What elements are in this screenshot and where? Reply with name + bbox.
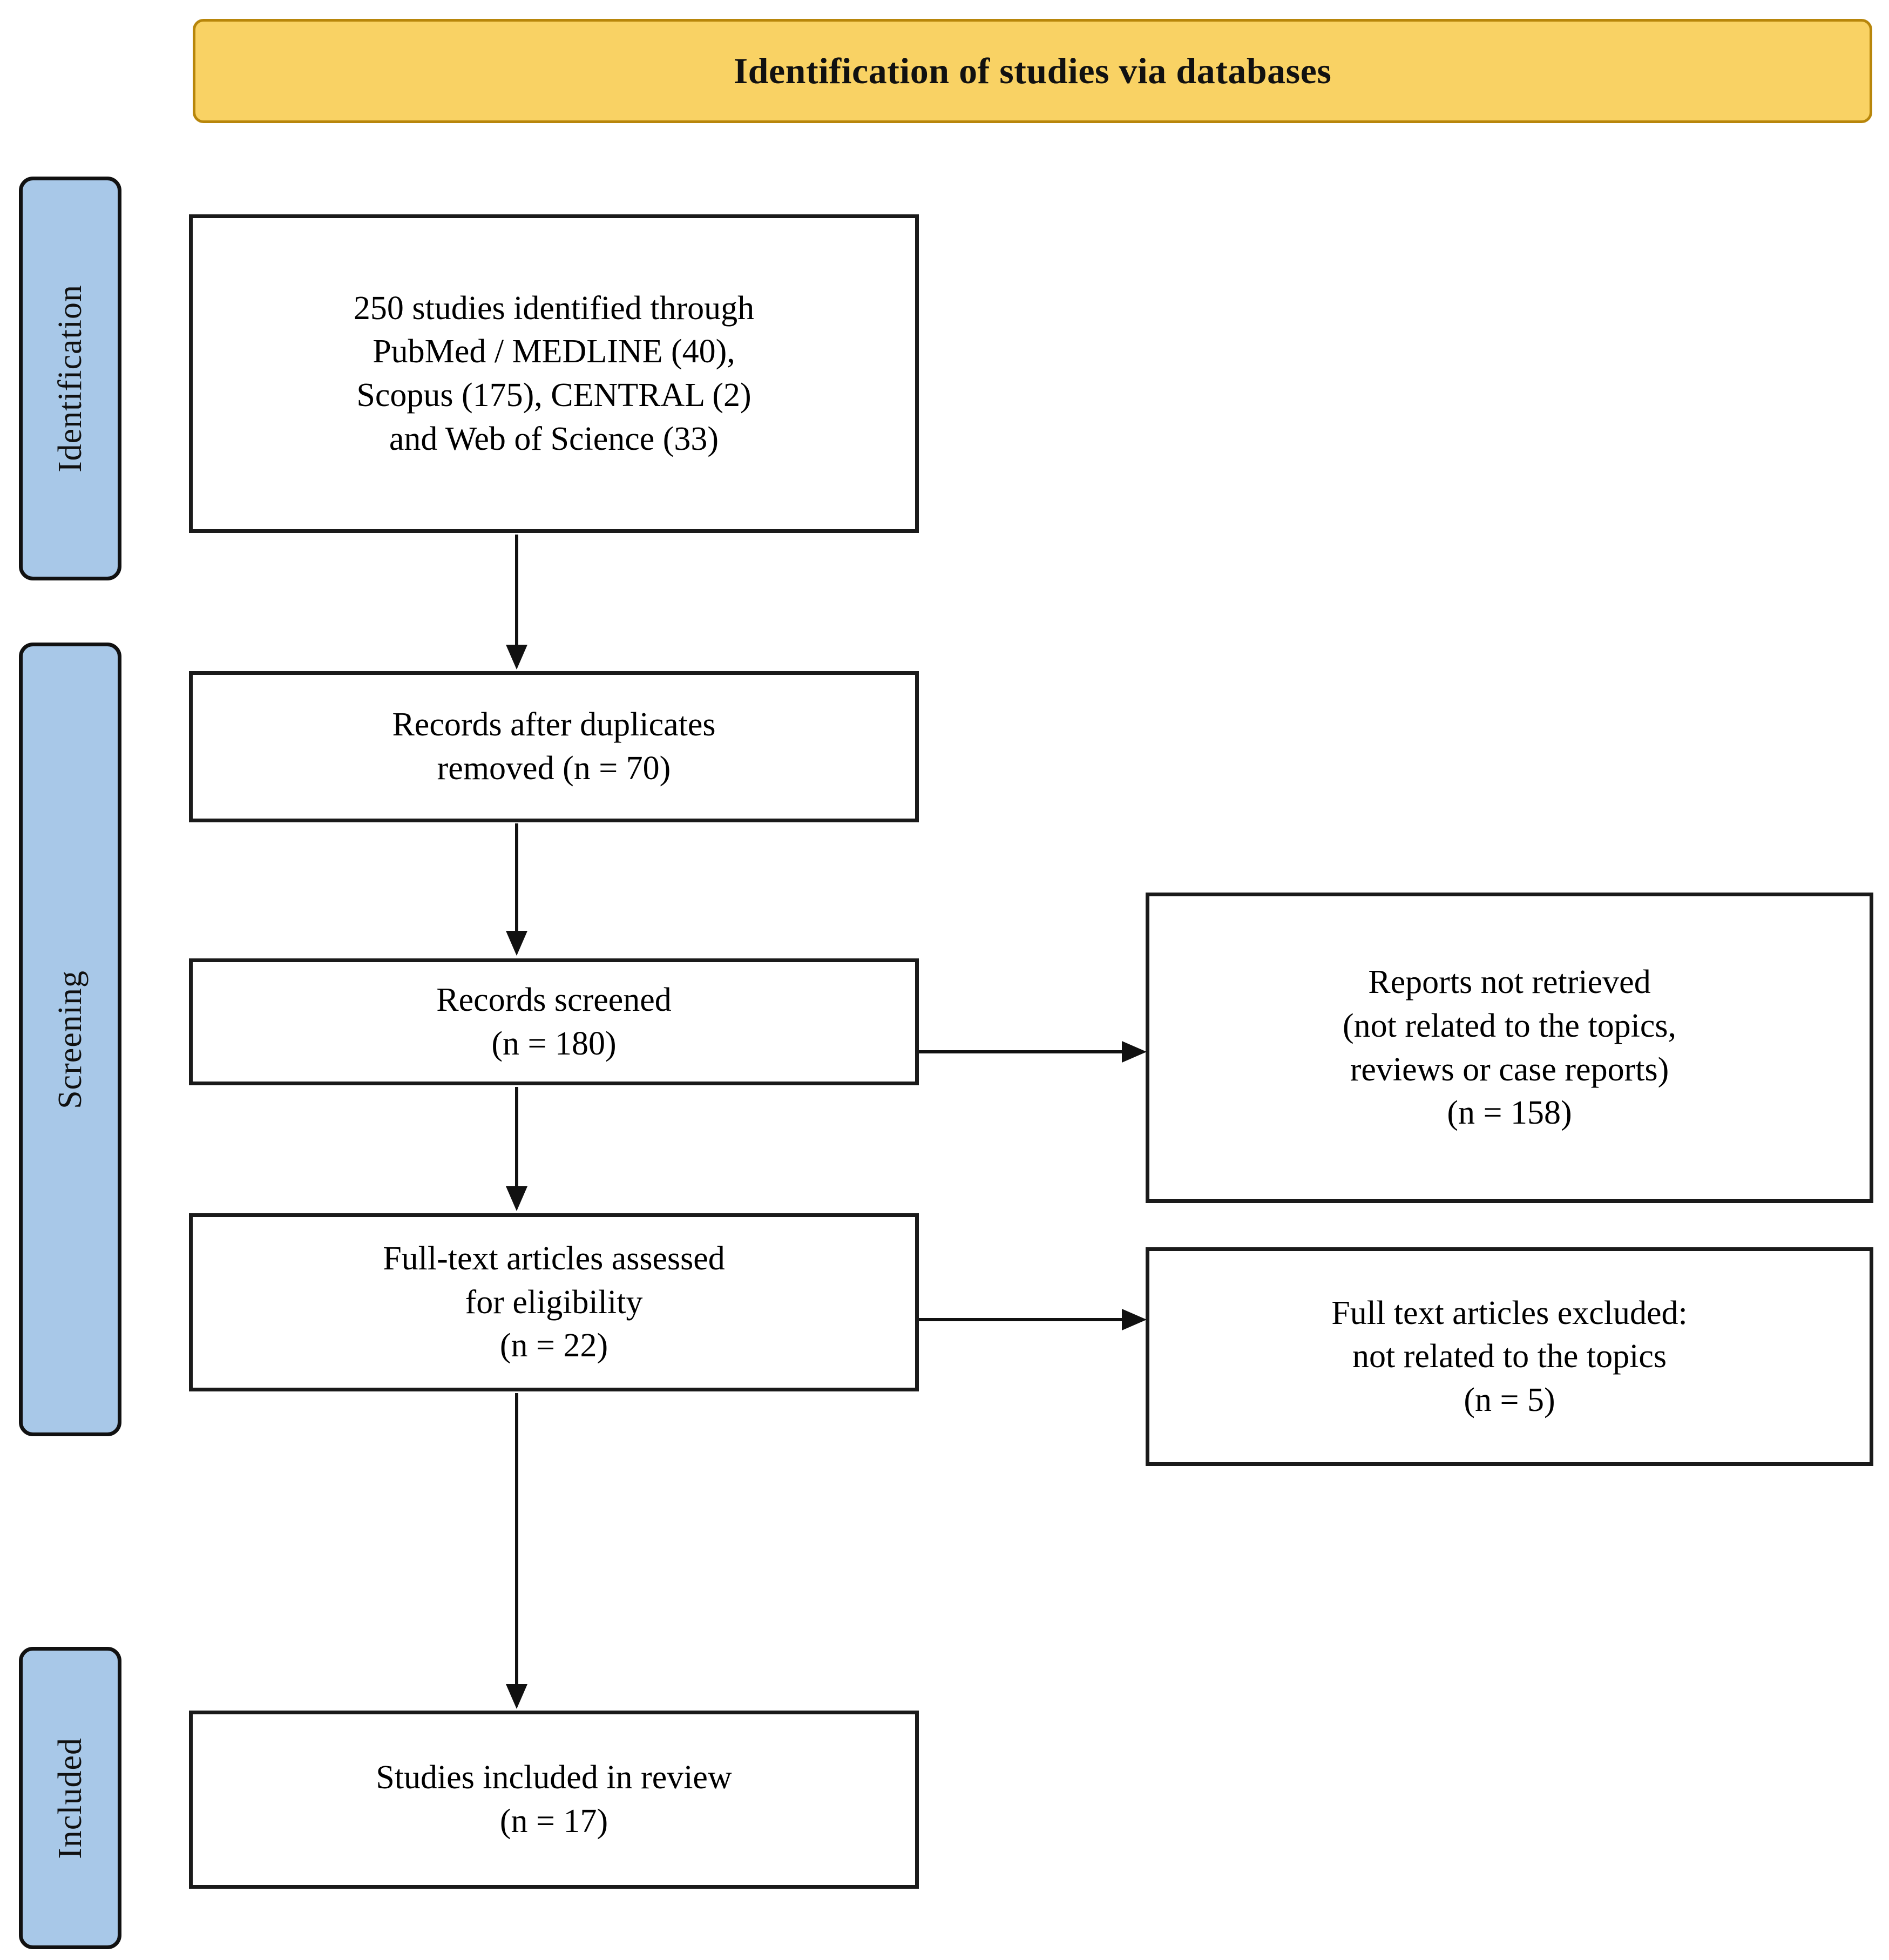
node-studies-included: Studies included in review (n = 17) (189, 1711, 919, 1889)
arrowhead-right-icon (1122, 1041, 1147, 1063)
node-text-line: reviews or case reports) (1350, 1051, 1669, 1088)
node-text-line: (not related to the topics, (1342, 1007, 1677, 1044)
arrowhead-down-icon (506, 1684, 527, 1709)
node-text-line: for eligibility (465, 1283, 643, 1321)
arrow-duplicates-to-screened (506, 823, 527, 956)
node-text-line: Records after duplicates (392, 706, 716, 744)
node-text-line: (n = 22) (499, 1327, 608, 1364)
arrowhead-right-icon (1122, 1309, 1147, 1330)
node-reports-not-retrieved: Reports not retrieved (not related to th… (1146, 893, 1873, 1203)
arrow-screened-to-fulltext (506, 1087, 527, 1211)
arrow-screened-to-not-retrieved (919, 1041, 1147, 1063)
node-records-after-duplicates: Records after duplicates removed (n = 70… (189, 671, 919, 822)
node-fulltext-assessed: Full-text articles assessed for eligibil… (189, 1213, 919, 1391)
arrowhead-down-icon (506, 931, 527, 956)
stage-label-included-text: Included (51, 1737, 89, 1859)
arrow-shaft (919, 1050, 1123, 1053)
arrow-shaft (515, 823, 518, 932)
arrow-shaft (515, 535, 518, 646)
node-studies-identified: 250 studies identified through PubMed / … (189, 214, 919, 533)
diagram-title-text: Identification of studies via databases (733, 50, 1332, 91)
arrow-shaft (919, 1318, 1123, 1321)
node-text-line: (n = 180) (491, 1025, 617, 1062)
arrowhead-down-icon (506, 1186, 527, 1211)
node-records-screened: Records screened (n = 180) (189, 958, 919, 1085)
node-text-line: and Web of Science (33) (389, 420, 719, 457)
node-text-line: PubMed / MEDLINE (40), (373, 333, 735, 370)
node-text-line: 250 studies identified through (353, 289, 755, 327)
arrow-identified-to-duplicates (506, 535, 527, 670)
node-text-line: Full-text articles assessed (383, 1240, 725, 1278)
stage-label-screening: Screening (19, 643, 121, 1436)
node-text-line: (n = 17) (499, 1803, 608, 1840)
node-text-line: Records screened (436, 981, 672, 1018)
node-text-line: (n = 5) (1464, 1381, 1555, 1418)
node-text-line: not related to the topics (1352, 1338, 1667, 1375)
node-fulltext-excluded: Full text articles excluded: not related… (1146, 1247, 1873, 1466)
node-text-line: Studies included in review (376, 1759, 732, 1796)
stage-label-identification: Identification (19, 177, 121, 580)
node-text-line: Full text articles excluded: (1331, 1294, 1688, 1332)
arrowhead-down-icon (506, 645, 527, 670)
node-text-line: removed (n = 70) (437, 750, 671, 787)
arrow-fulltext-to-included (506, 1393, 527, 1709)
arrow-fulltext-to-excluded (919, 1309, 1147, 1330)
arrow-shaft (515, 1087, 518, 1187)
arrow-shaft (515, 1393, 518, 1685)
node-text-line: (n = 158) (1447, 1094, 1572, 1132)
node-text-line: Reports not retrieved (1368, 964, 1651, 1001)
node-text-line: Scopus (175), CENTRAL (2) (356, 377, 751, 414)
stage-label-screening-text: Screening (51, 970, 89, 1109)
stage-label-included: Included (19, 1647, 121, 1949)
diagram-title-banner: Identification of studies via databases (193, 19, 1872, 123)
stage-label-identification-text: Identification (51, 285, 89, 472)
